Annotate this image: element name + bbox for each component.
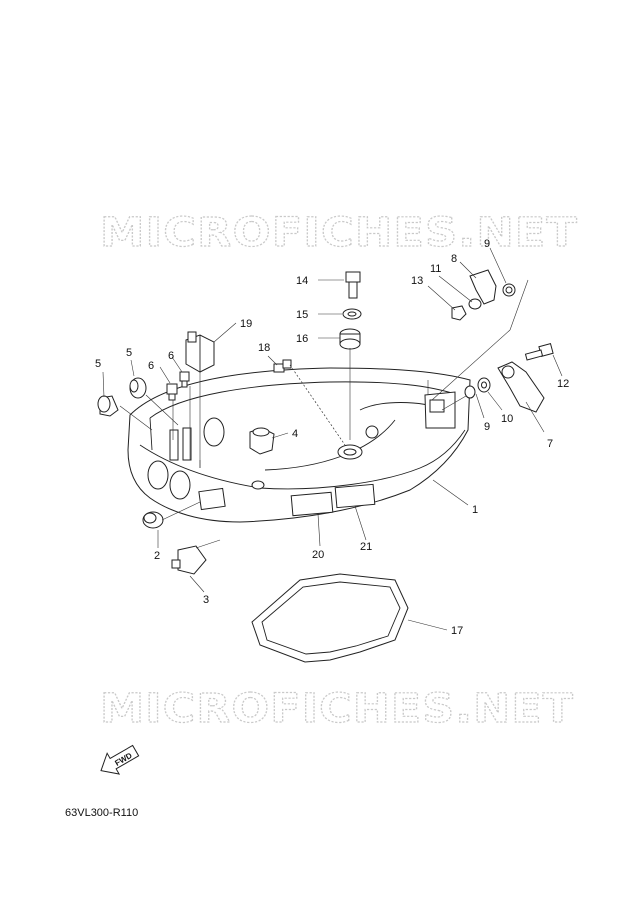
callout-11: 11 (430, 263, 441, 275)
callout-4: 4 (292, 428, 298, 440)
callout-19: 19 (240, 318, 252, 330)
callout-21: 21 (360, 541, 372, 553)
callout-15: 15 (296, 309, 308, 321)
watermark-bottom: MICROFICHES.NET (100, 686, 574, 726)
callout-17: 17 (451, 625, 463, 637)
callout-13: 13 (411, 275, 423, 287)
callout-7: 7 (547, 438, 553, 450)
callout-1: 1 (472, 504, 478, 516)
callout-5-right: 5 (126, 347, 132, 359)
reference-code: 63VL300-R110 (65, 807, 139, 819)
watermark-top-text: MICROFICHES.NET (100, 210, 578, 250)
callout-12: 12 (557, 378, 569, 390)
leader-lines (102, 247, 563, 631)
watermark-bottom-text: MICROFICHES.NET (100, 686, 574, 726)
gasket (251, 573, 409, 663)
bottom-cowling (127, 367, 471, 523)
callout-6-right: 6 (168, 350, 174, 362)
callout-8: 8 (451, 253, 457, 265)
callout-6-left: 6 (148, 360, 154, 372)
callout-labels: 1 2 3 4 5 5 6 6 7 8 9 9 10 11 12 13 14 1… (95, 238, 569, 637)
callout-10: 10 (501, 413, 513, 425)
callout-9-top: 9 (484, 238, 490, 250)
fwd-arrow-icon: FWD (100, 744, 140, 775)
callout-16: 16 (296, 333, 308, 345)
callout-2: 2 (154, 550, 160, 562)
callout-5-left: 5 (95, 358, 101, 370)
callout-9-bottom: 9 (484, 421, 490, 433)
callout-3: 3 (203, 594, 209, 606)
callout-14: 14 (296, 275, 308, 287)
callout-20: 20 (312, 549, 324, 561)
callout-18: 18 (258, 342, 270, 354)
watermark-top: MICROFICHES.NET (100, 210, 578, 250)
